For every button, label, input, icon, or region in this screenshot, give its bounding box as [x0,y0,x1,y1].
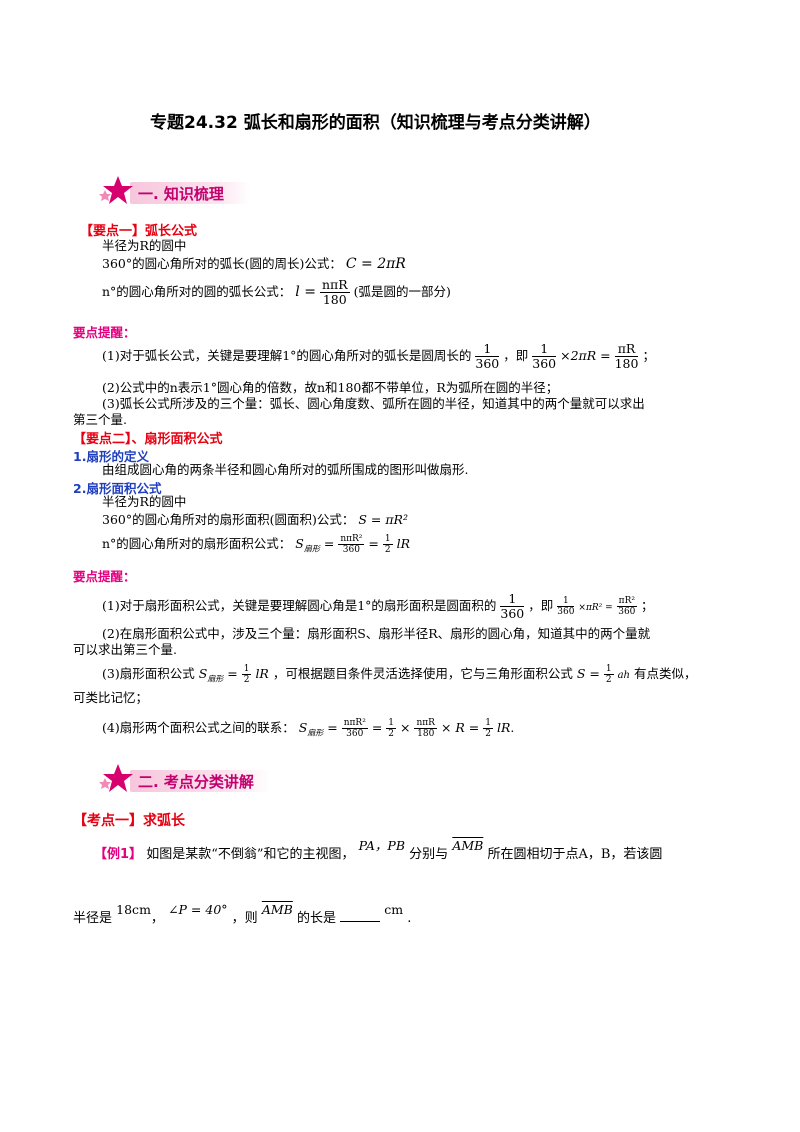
text-line: 由组成圆心角的两条半径和圆心角所对的弧所围成的图形叫做扇形. [102,462,469,477]
text-line: 360°的圆心角所对的弧长(圆的周长)公式： C = 2πR [102,256,406,272]
example-label: 【例1】 [94,847,143,862]
star-icon [99,176,133,204]
tip-item: (1)对于扇形面积公式，关键是要理解圆心角是1°的扇形面积是圆面积的 1 360… [102,591,654,621]
tips-heading: 要点提醒： [73,325,136,340]
subheading: 2.扇形面积公式 [73,481,162,496]
point1-heading: 【要点一】弧长公式 [80,224,198,239]
exam-heading: 【考点一】求弧长 [73,813,185,829]
num-piR2: πR² [616,596,637,607]
star-icon [99,764,133,792]
tip-item: (2)公式中的n表示1°圆心角的倍数，故n和180都不带单位，R为弧所在圆的半径… [102,380,559,395]
section-label: 一. 知识梳理 [138,185,224,203]
formula-circle-area: S = πR² [358,512,408,527]
section-label: 二. 考点分类讲解 [138,773,254,791]
formula-arc-length: nπR 180 [319,277,350,307]
text-line: 半径为R的圆中 [102,238,187,253]
arc-amb: AMB [452,838,484,853]
example-1-line2: 半径是 18cm， ∠P = 40° ，则 AMB 的长是 cm . [73,902,412,926]
text-line: 半径为R的圆中 [102,494,187,509]
text-line: n°的圆心角所对的圆的弧长公式： l = nπR 180 (弧是圆的一部分) [102,277,451,307]
answer-blank[interactable] [340,921,381,922]
tip-item: 可以求出第三个量. [73,642,177,657]
text-line: 360°的圆心角所对的扇形面积(圆面积)公式： S = πR² [102,512,408,527]
tip-item: (2)在扇形面积公式中，涉及三个量：扇形面积S、扇形半径R、扇形的圆心角，知道其… [102,626,651,641]
formula-circumference: C = 2πR [345,256,406,272]
tip-item: (4)扇形两个面积公式之间的联系： S扇形 = nπR² 360 = 1 2 ×… [102,718,515,739]
tip-item: (3)扇形面积公式 S扇形 = 1 2 lR ，可根据题目条件灵活选择使用，它与… [102,664,697,685]
subheading: 1.扇形的定义 [73,449,149,464]
tip-item: 第三个量. [73,412,127,427]
page-title: 专题24.32 弧长和扇形的面积（知识梳理与考点分类讲解） [150,113,601,133]
tip-item: 可类比记忆； [73,690,149,705]
section-header-knowledge: 一. 知识梳理 [96,174,276,206]
tip-item: (3)弧长公式所涉及的三个量：弧长、圆心角度数、弧所在圆的半径，知道其中的两个量… [102,396,645,411]
tips-heading: 要点提醒： [73,569,136,584]
section-header-exam: 二. 考点分类讲解 [96,762,296,794]
text-line: n°的圆心角所对的扇形面积公式： S扇形 = nπR² 360 = 1 2 lR [102,534,411,555]
tip-item: (1)对于弧长公式，关键是要理解1°的圆心角所对的弧长是圆周长的 1 360 ，… [102,341,655,371]
point2-heading: 【要点二】、扇形面积公式 [73,432,223,447]
example-1-line1: 【例1】 如图是某款“不倒翁”和它的主视图， PA，PB 分别与 AMB 所在圆… [94,838,663,862]
